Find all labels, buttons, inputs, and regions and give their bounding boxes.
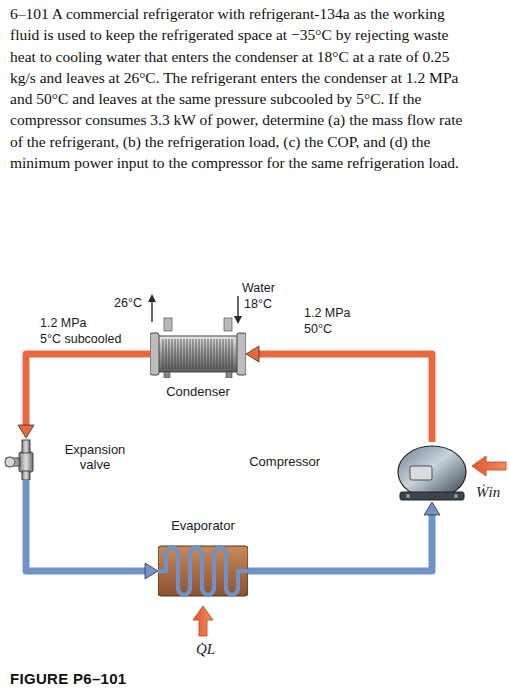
condenser-unit-symbol — [150, 330, 246, 378]
compressor-unit-symbol — [396, 442, 468, 502]
state-label: 5°C subcooled — [40, 332, 121, 346]
figure-caption: FIGURE P6–101 — [10, 670, 126, 687]
problem-statement: 6–101 A commercial refrigerator with ref… — [10, 3, 472, 173]
refrigerant-pipe — [26, 480, 158, 579]
state-label: 1.2 MPa — [304, 306, 351, 320]
state-label: 18°C — [244, 297, 272, 311]
state-label: Ẇin — [476, 484, 500, 501]
component-label: Expansion valve — [60, 442, 130, 472]
state-label: 50°C — [304, 322, 332, 336]
component-label: Evaporator — [171, 518, 235, 533]
component-label: Compressor — [249, 454, 320, 469]
condenser-unit: Condenser — [150, 330, 246, 378]
component-label: Condenser — [166, 384, 230, 399]
refrigerant-pipe — [18, 354, 150, 438]
state-label: Q̇L — [196, 641, 215, 658]
state-label: Water — [242, 281, 275, 295]
state-label: 1.2 MPa — [40, 316, 87, 330]
refrigerant-pipe — [246, 346, 432, 442]
expansion-valve: Expansion valve — [4, 438, 48, 480]
refrigerant-pipe — [248, 502, 440, 571]
expansion-valve-symbol — [4, 438, 48, 480]
evaporator-coil-symbol — [158, 540, 248, 602]
evaporator-coil: Evaporator — [158, 540, 248, 602]
state-label: 26°C — [114, 296, 142, 310]
compressor-unit: Compressor — [396, 442, 468, 502]
